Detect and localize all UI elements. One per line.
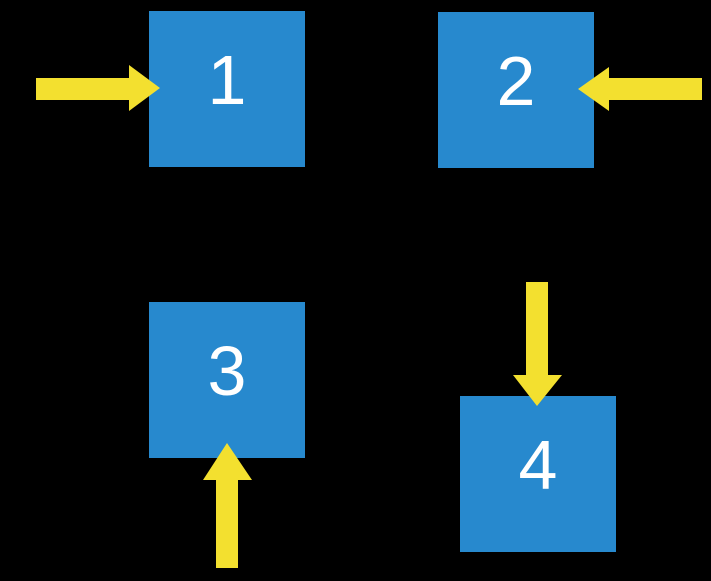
arrow-pointing-down-icon <box>513 282 562 406</box>
arrow-pointing-left-icon <box>578 67 702 111</box>
arrow-pointing-down-shape <box>513 282 562 406</box>
box-1-label: 1 <box>207 41 247 119</box>
arrow-pointing-right-icon <box>36 65 160 111</box>
box-3-label: 3 <box>207 332 247 410</box>
box-4: 4 <box>460 396 616 552</box>
arrow-pointing-up-icon <box>203 443 252 568</box>
arrow-pointing-right-shape <box>36 65 160 111</box>
box-4-label: 4 <box>518 426 558 504</box>
arrow-pointing-up-shape <box>203 443 252 568</box>
arrow-pointing-left-shape <box>578 67 702 111</box>
box-3: 3 <box>149 302 305 458</box>
box-2-label: 2 <box>496 42 536 120</box>
box-2: 2 <box>438 12 594 168</box>
box-1: 1 <box>149 11 305 167</box>
